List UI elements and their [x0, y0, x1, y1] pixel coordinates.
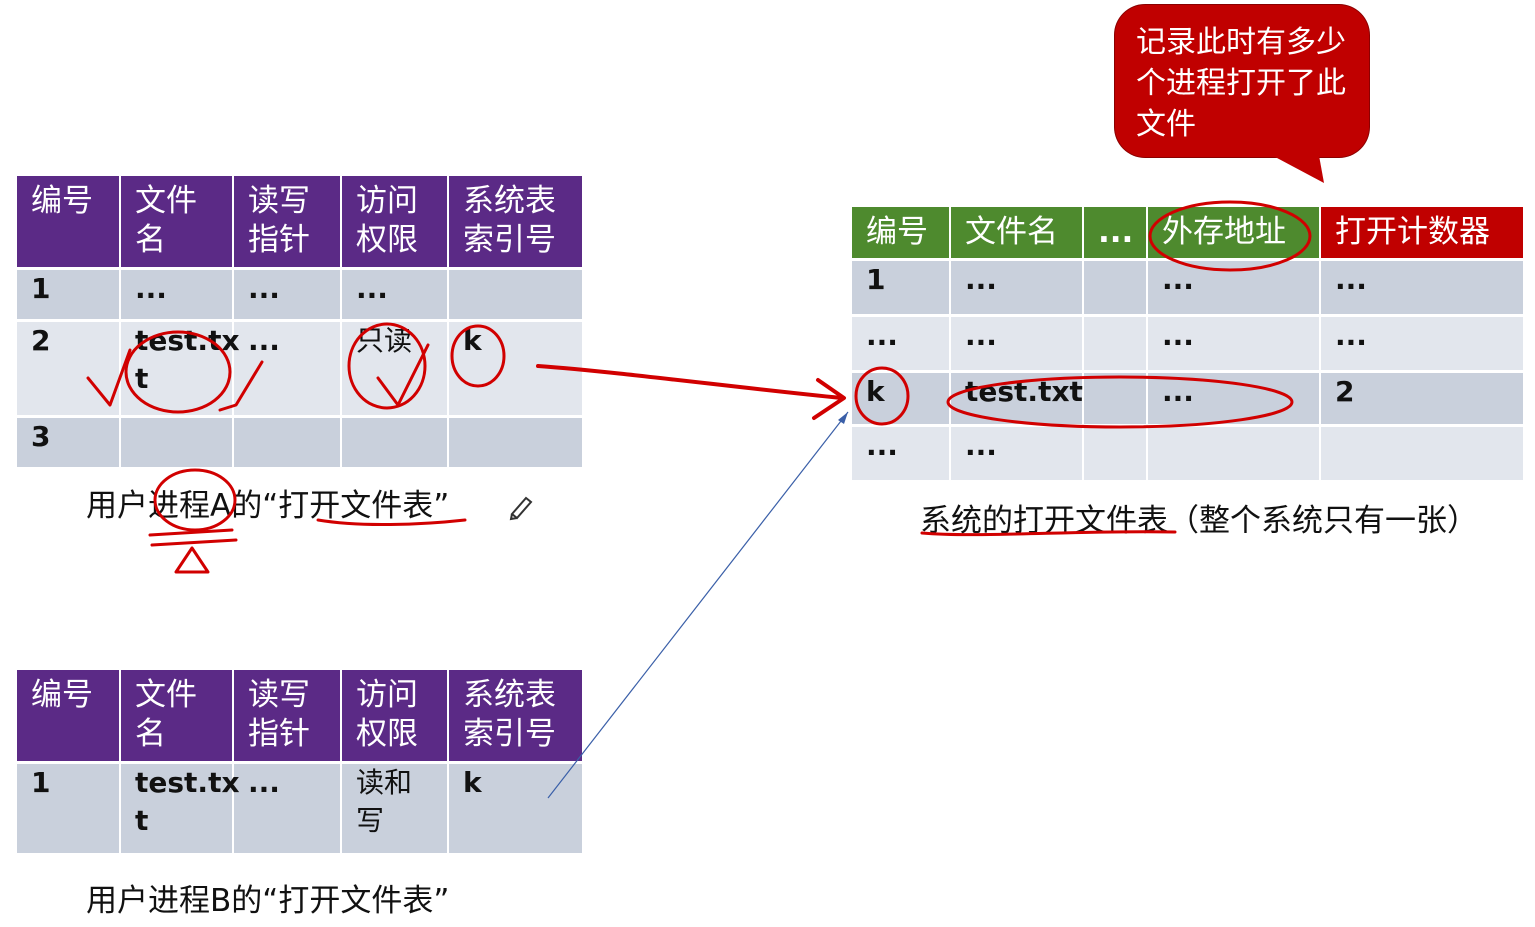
- table-cell: [1083, 425, 1148, 483]
- arrow-b-head: [838, 412, 848, 424]
- table-header-row: 编号 文件 名 读写 指针 访问 权限 系统表 索引号: [17, 176, 584, 270]
- header-cell: 文件 名: [120, 176, 234, 270]
- check-mark-2: [218, 360, 264, 412]
- table-header-row: 编号 文件名 ... 外存地址 打开计数器: [852, 207, 1525, 261]
- circle-address-header: [1148, 200, 1312, 272]
- table-cell: ...: [1147, 315, 1321, 373]
- header-cell: 文件 名: [120, 670, 234, 764]
- table-cell: 1: [17, 762, 121, 856]
- table-row: 3: [17, 416, 584, 470]
- table-cell: ...: [950, 425, 1084, 483]
- underline-3: [316, 518, 467, 527]
- table-cell: [341, 416, 449, 470]
- triangle-mark: [174, 546, 210, 574]
- table-cell: ...: [1320, 315, 1525, 373]
- circle-access-a: [347, 322, 427, 410]
- table-cell: ...: [852, 315, 951, 373]
- table-cell: [1083, 315, 1148, 373]
- table-cell: ...: [233, 762, 342, 856]
- circle-process-a: [153, 468, 237, 532]
- table-cell: ...: [950, 259, 1084, 317]
- table-cell: ...: [1320, 259, 1525, 317]
- process-b-open-file-table: 编号 文件 名 读写 指针 访问 权限 系统表 索引号 1 test.tx t …: [17, 670, 584, 856]
- table-cell: test.tx t: [120, 762, 240, 856]
- header-cell: 访问 权限: [341, 176, 449, 270]
- table-cell: k: [448, 762, 584, 856]
- circle-filename-a: [124, 330, 232, 414]
- arrow-head: [812, 378, 846, 420]
- header-cell: 系统表 索引号: [448, 670, 584, 764]
- table-cell: [233, 416, 342, 470]
- table-cell: ...: [233, 320, 342, 418]
- table-cell: ...: [852, 425, 951, 483]
- header-cell: 编号: [852, 207, 951, 261]
- circle-k-system: [854, 366, 910, 426]
- table-cell: 2: [17, 320, 121, 418]
- process-a-open-file-table: 编号 文件 名 读写 指针 访问 权限 系统表 索引号 1 ... ... ..…: [17, 176, 584, 470]
- circle-filename-system: [946, 375, 1294, 429]
- table-cell: [1083, 371, 1148, 427]
- table-header-row: 编号 文件 名 读写 指针 访问 权限 系统表 索引号: [17, 670, 584, 764]
- table-cell: [1083, 259, 1148, 317]
- table-row: ... ... ... ...: [852, 315, 1525, 373]
- pencil-icon: [509, 496, 533, 521]
- table-row: 1 ... ... ...: [852, 259, 1525, 317]
- underline-2: [150, 538, 238, 547]
- underline-1: [148, 528, 234, 537]
- header-cell: 访问 权限: [341, 670, 449, 764]
- header-cell: 读写 指针: [233, 670, 342, 764]
- callout-bubble: [1115, 5, 1369, 157]
- table-row: 1 test.tx t ... 读和 写 k: [17, 762, 584, 856]
- table-cell: ...: [233, 268, 342, 322]
- table-cell: [448, 268, 584, 322]
- table-cell: [1320, 425, 1525, 483]
- table-row: 1 ... ... ...: [17, 268, 584, 322]
- table-cell: 1: [17, 268, 121, 322]
- process-a-caption: 用户进程A的“打开文件表”: [86, 488, 450, 524]
- arrow-a-to-system: [536, 364, 844, 400]
- system-open-file-table: 编号 文件名 ... 外存地址 打开计数器 1 ... ... ... ... …: [852, 207, 1525, 483]
- table-row: k test.txt ... 2: [852, 371, 1525, 427]
- header-cell: ...: [1083, 207, 1148, 261]
- table-cell: ...: [120, 268, 234, 322]
- header-cell: 编号: [17, 670, 121, 764]
- table-cell: [120, 416, 234, 470]
- table-cell: [1147, 425, 1321, 483]
- arrow-b-to-system: [547, 411, 849, 799]
- header-cell: 打开计数器: [1320, 207, 1525, 261]
- header-cell: 文件名: [950, 207, 1084, 261]
- circle-index-a: [450, 324, 506, 388]
- process-b-caption: 用户进程B的“打开文件表”: [86, 883, 450, 919]
- check-mark-1: [86, 348, 132, 407]
- header-cell: 系统表 索引号: [448, 176, 584, 270]
- table-cell: ...: [341, 268, 449, 322]
- table-cell: 1: [852, 259, 951, 317]
- table-cell: [448, 416, 584, 470]
- underline-system: [920, 530, 1177, 537]
- table-row: ... ...: [852, 425, 1525, 483]
- check-mark-3: [376, 343, 430, 407]
- table-cell: k: [852, 371, 951, 427]
- header-cell: 读写 指针: [233, 176, 342, 270]
- table-row: 2 test.tx t ... 只读 k: [17, 320, 584, 418]
- table-cell: 2: [1320, 371, 1525, 427]
- callout-text: 记录此时有多少个进程打开了此文件: [1136, 25, 1346, 142]
- table-cell: ...: [950, 315, 1084, 373]
- table-cell: 3: [17, 416, 121, 470]
- table-cell: 读和 写: [341, 762, 449, 856]
- header-cell: 编号: [17, 176, 121, 270]
